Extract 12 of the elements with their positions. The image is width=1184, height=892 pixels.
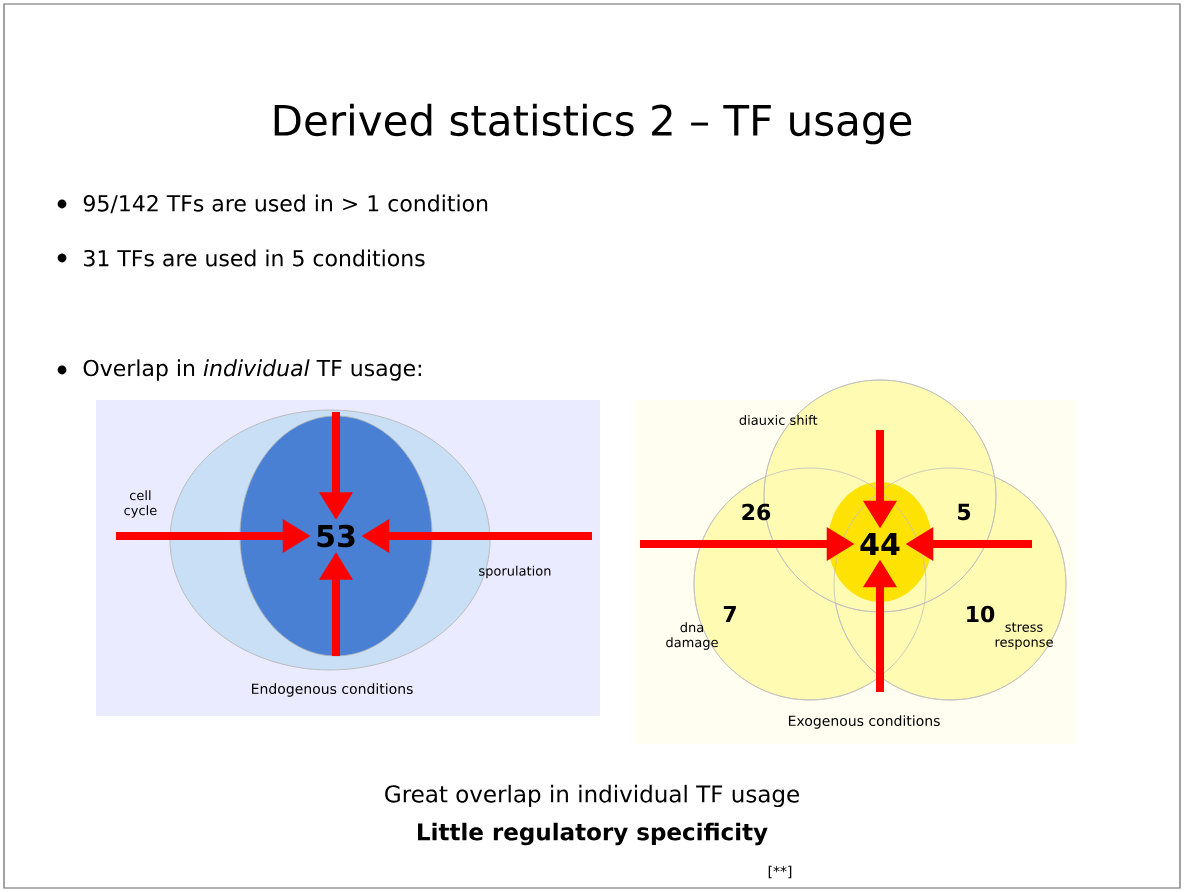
conclusion-text: Great overlap in individual TF usage: [385, 784, 799, 808]
count-label: 26: [742, 503, 771, 521]
count-label: 44: [860, 533, 900, 555]
count-label: 7: [723, 606, 736, 622]
count-label: 5: [958, 503, 971, 521]
conclusion-text: Little regulatory specificity: [418, 822, 768, 846]
count-label: 10: [967, 605, 995, 623]
bullet-text: 31 TFs are used in 5 conditions: [84, 249, 425, 267]
title: Derived statistics 2 – TF usage: [274, 103, 912, 145]
bullet-text: Overlap in individual TF usage:: [83, 359, 421, 381]
bullet-text: 95/142 TFs are used in > 1 condition: [83, 194, 488, 214]
count-label: 53: [317, 524, 355, 548]
